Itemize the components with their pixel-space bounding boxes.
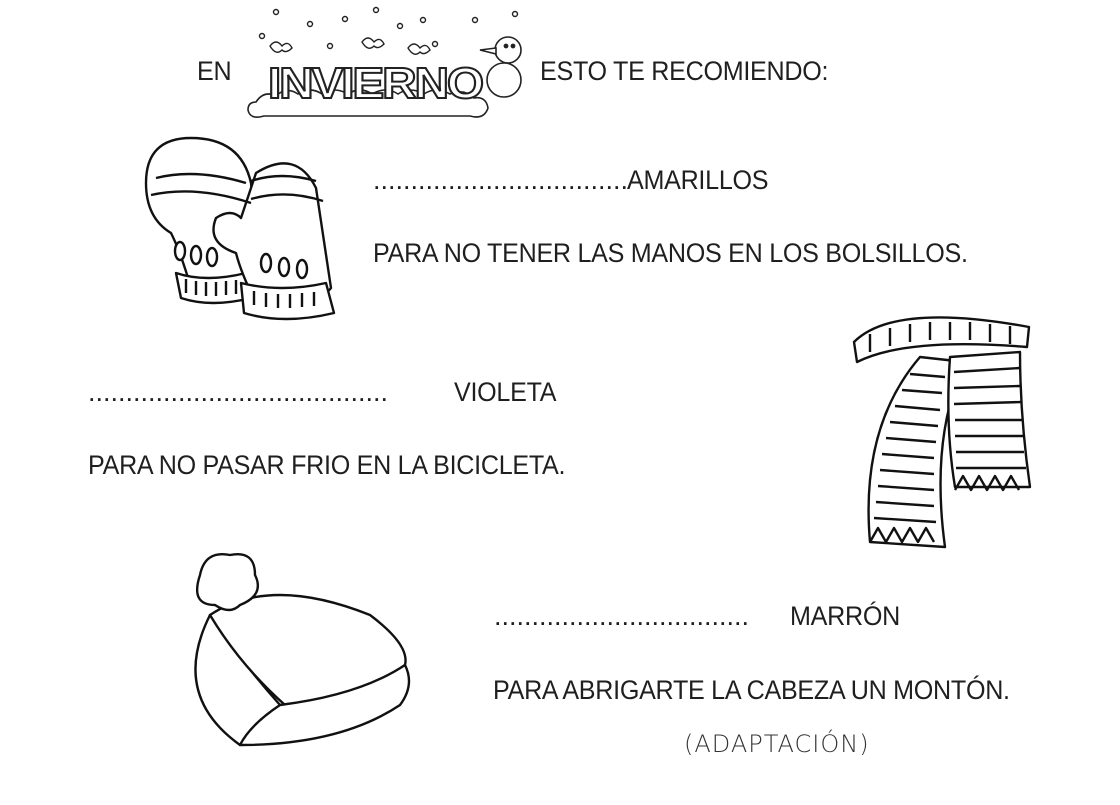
snowflakes	[258, 6, 519, 55]
header-prefix: EN	[197, 56, 232, 86]
verse-line-3: PARA ABRIGARTE LA CABEZA UN MONTÓN.	[493, 675, 1010, 705]
hat-icon	[194, 553, 411, 747]
blank-line-3: ..................................	[494, 601, 750, 631]
snowman-icon	[479, 36, 522, 98]
verse-line-1: PARA NO TENER LAS MANOS EN LOS BOLSILLOS…	[373, 238, 968, 268]
adaptation-credit: (ADAPTACIÓN)	[684, 730, 870, 758]
scarf-icon	[852, 316, 1032, 549]
blank-line-1: ..................................	[373, 165, 629, 195]
verse-line-2: PARA NO PASAR FRIO EN LA BICICLETA.	[88, 450, 566, 480]
color-word-2: VIOLETA	[454, 377, 557, 407]
blank-line-2: ........................................	[88, 377, 389, 407]
logo-word: INVIERNO	[268, 59, 483, 108]
color-word-3: MARRÓN	[790, 601, 900, 631]
invierno-logo: INVIERNO	[247, 6, 522, 118]
snow-base	[247, 89, 489, 118]
mittens-icon	[144, 136, 336, 321]
header-suffix: ESTO TE RECOMIENDO:	[540, 56, 829, 86]
color-word-1: AMARILLOS	[627, 165, 769, 195]
